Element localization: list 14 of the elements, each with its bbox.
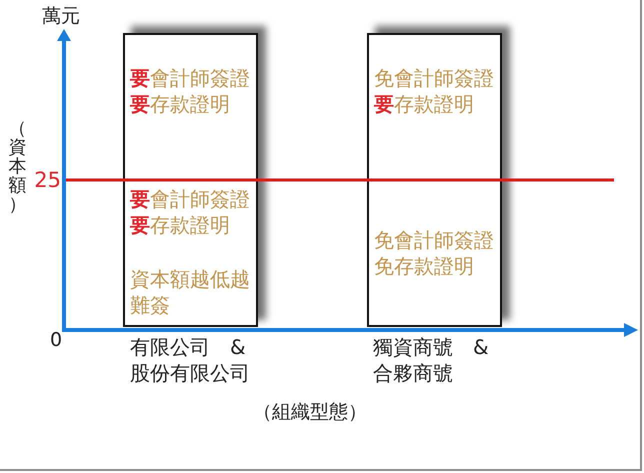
requirement-text: 免會計師簽證要存款證明 — [374, 65, 495, 117]
axis-title: （組織型態） — [253, 400, 367, 425]
requirement-text: 資本額越低越難簽 — [130, 266, 251, 318]
axis-title: （資本額） — [8, 119, 27, 214]
requirement-text: 要會計師簽證要存款證明 — [130, 65, 251, 117]
category-label: 有限公司 &股份有限公司 — [130, 334, 251, 386]
category-box — [123, 33, 258, 327]
category-label: 獨資商號 &合夥商號 — [373, 334, 490, 386]
unit-label: 萬元 — [42, 5, 80, 27]
requirement-text: 免會計師簽證免存款證明 — [374, 227, 495, 279]
tick-label: 25 — [33, 167, 61, 193]
requirement-text: 要會計師簽證要存款證明 — [130, 186, 251, 238]
tick-label: 0 — [50, 328, 62, 352]
category-box — [367, 33, 502, 327]
